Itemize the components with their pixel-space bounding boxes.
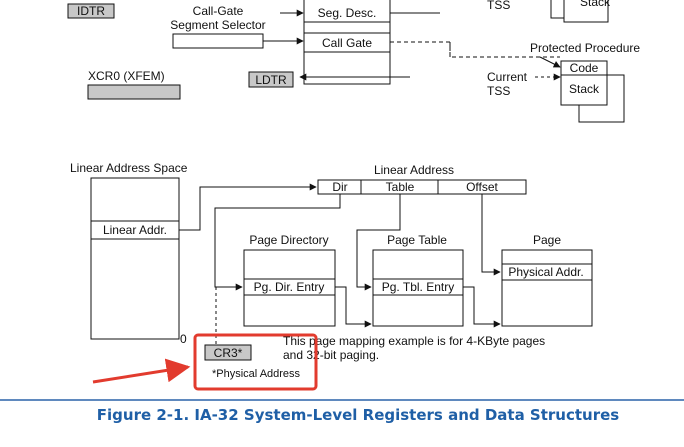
figure-caption: Figure 2-1. IA-32 System-Level Registers… [97,406,620,424]
call-gate-selector-register [172,33,264,49]
linear-address-label: Linear Address [374,163,454,177]
mapping-note-line-2: and 32-bit paging. [283,348,379,362]
cr3-label: CR3* [214,346,243,360]
page-directory-label: Page Directory [249,233,328,247]
stack-label: Stack [569,82,600,96]
linear-address-space-box: Linear Addr. [90,177,180,340]
call-gate-selector-label-2: Segment Selector [170,18,265,32]
highlight-box [193,333,318,391]
call-gate-dashed-path [390,41,560,58]
stack-top-label: Stack [580,0,611,9]
ldtr-label: LDTR [255,73,287,87]
highlight-arrow [92,358,191,384]
page-table-label: Page Table [387,233,447,247]
page-label: Page [533,233,561,247]
physical-address-note: *Physical Address [212,368,301,380]
protected-procedure-label: Protected Procedure [530,41,640,55]
page-directory-box: Pg. Dir. Entry [243,249,336,327]
field-dir: Dir [332,180,347,194]
page-table-box: Pg. Tbl. Entry [372,249,464,327]
idtr-register: IDTR [67,3,115,19]
physical-addr-label: Physical Addr. [508,265,583,279]
call-gate-selector-label-1: Call-Gate [193,4,244,18]
call-gate-label: Call Gate [322,36,372,50]
pg-dir-to-page-table-arrow [335,286,372,328]
zero-label: 0 [180,332,187,346]
code-label: Code [570,61,599,75]
descriptor-table: Seg. Desc. Call Gate [303,0,391,85]
pg-tbl-entry-label: Pg. Tbl. Entry [382,280,454,294]
dir-to-pg-dir-arrow [214,194,341,291]
page-box: Physical Addr. [501,249,593,327]
xcr0-register [87,84,181,100]
xcr0-label: XCR0 (XFEM) [88,69,165,83]
table-to-pg-tbl-arrow [356,194,401,291]
seg-desc-label: Seg. Desc. [318,6,377,20]
linear-address-space-label: Linear Address Space [70,161,188,175]
pg-dir-entry-label: Pg. Dir. Entry [254,280,325,294]
cr3-register: CR3* [204,344,252,361]
tss-top-label: TSS [487,0,510,12]
current-tss-label-1: Current [487,70,528,84]
cr3-dashed-path [215,286,242,344]
field-table: Table [386,180,415,194]
offset-to-physical-arrow [481,194,501,276]
stack-top-box: Stack [550,0,611,23]
linear-addr-to-fields-arrow [179,183,317,231]
linear-address-fields: Dir Table Offset [317,179,527,195]
mapping-note-line-1: This page mapping example is for 4-KByte… [283,334,545,348]
protected-procedure-box: Code Stack [560,60,625,123]
field-offset: Offset [466,180,498,194]
linear-addr-entry-label: Linear Addr. [103,223,167,237]
current-tss-label-2: TSS [487,84,510,98]
pg-tbl-to-page-arrow [463,286,501,328]
ldtr-register: LDTR [248,71,294,88]
idtr-label: IDTR [77,4,105,18]
